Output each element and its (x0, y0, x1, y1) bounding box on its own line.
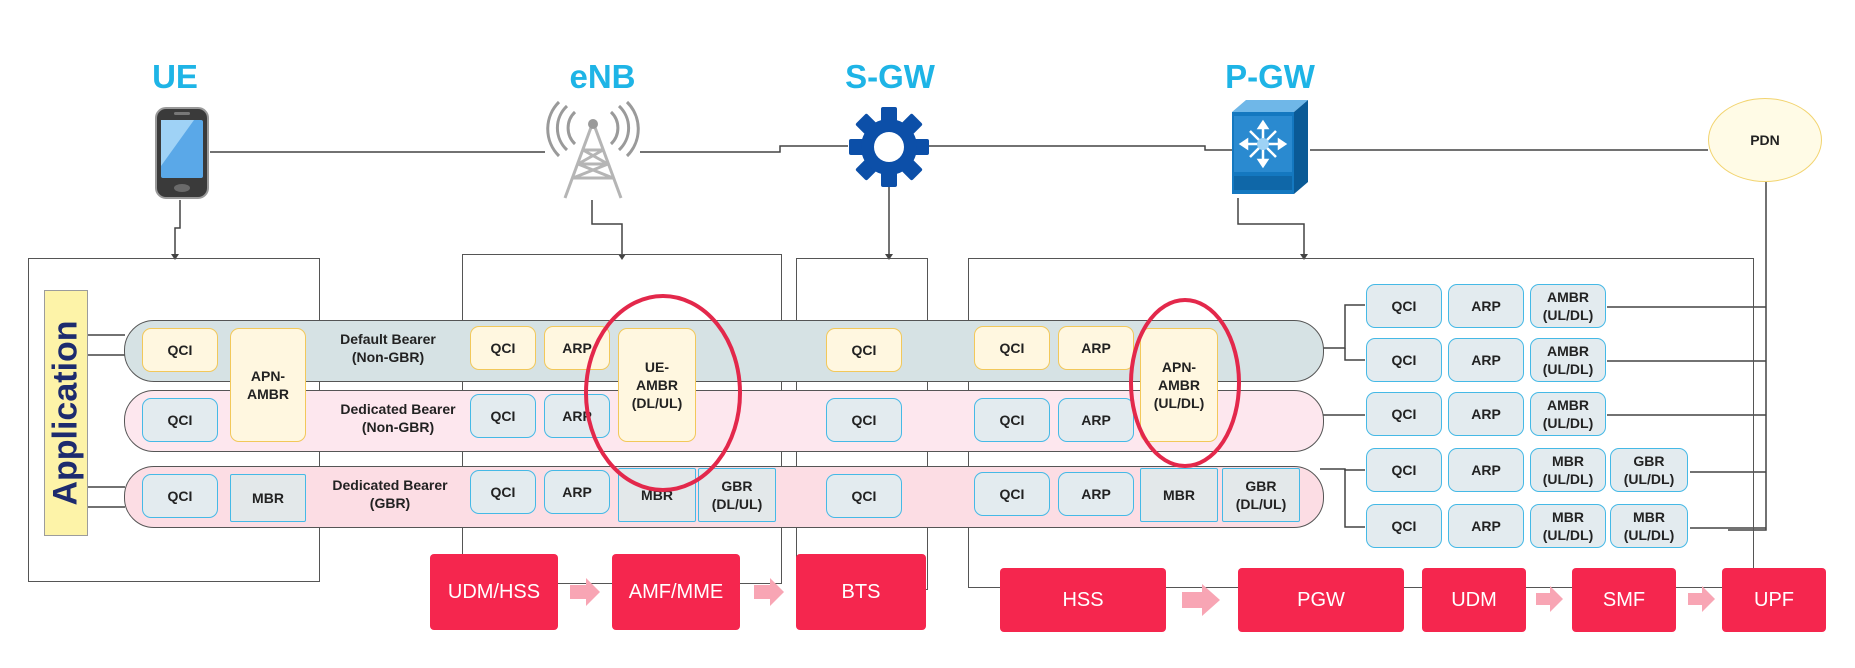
apn-ambr-highlight-circle (1129, 298, 1241, 468)
udm-box: UDM (1422, 568, 1526, 632)
dedicated-gbr-label: Dedicated Bearer (GBR) (318, 476, 462, 512)
dedicated-non-gbr-line2: (Non-GBR) (361, 419, 435, 435)
arrow-right-icon (570, 578, 600, 606)
sgw-dedicated-qci: QCI (826, 398, 902, 442)
row1-arp: ARP (1448, 284, 1524, 328)
default-bearer-line2: (Non-GBR) (351, 349, 425, 365)
hss-box: HSS (1000, 568, 1166, 632)
gear-icon (849, 107, 929, 187)
pgw-dedicated-qci: QCI (974, 398, 1050, 442)
amf-mme-box: AMF/MME (612, 554, 740, 630)
enb-gbr-arp: ARP (544, 470, 610, 514)
dedicated-gbr-line1: Dedicated Bearer (332, 477, 448, 493)
upf-box: UPF (1722, 568, 1826, 632)
row2-arp: ARP (1448, 338, 1524, 382)
enb-ue-ambr: UE- AMBR (DL/UL) (618, 328, 696, 442)
application-text: Application (46, 320, 85, 506)
pgw-default-qci: QCI (974, 326, 1050, 370)
ue-gbr-mbr: MBR (230, 474, 306, 522)
arrow-right-icon (1688, 586, 1715, 612)
dedicated-gbr-line2: (GBR) (369, 495, 411, 511)
enb-default-arp: ARP (544, 326, 610, 370)
smf-box: SMF (1572, 568, 1676, 632)
row3-ambr: AMBR (UL/DL) (1530, 392, 1606, 436)
pdn-label: PDN (1750, 132, 1780, 148)
row5-mbr-2: MBR (UL/DL) (1610, 504, 1688, 548)
pgw-dedicated-arp: ARP (1058, 398, 1134, 442)
pgw-box: PGW (1238, 568, 1404, 632)
row1-ambr: AMBR (UL/DL) (1530, 284, 1606, 328)
row1-qci: QCI (1366, 284, 1442, 328)
dedicated-non-gbr-label: Dedicated Bearer (Non-GBR) (326, 400, 470, 436)
row3-qci: QCI (1366, 392, 1442, 436)
antenna-tower-icon (546, 100, 640, 199)
enb-dedicated-qci: QCI (470, 394, 536, 438)
sgw-title: S-GW (845, 58, 935, 95)
ue-title: UE (152, 58, 198, 95)
pdn-node: PDN (1708, 98, 1822, 182)
arrow-right-icon (1182, 584, 1220, 616)
phone-icon (155, 107, 209, 199)
ue-gbr-qci: QCI (142, 474, 218, 518)
pgw-default-arp: ARP (1058, 326, 1134, 370)
row4-arp: ARP (1448, 448, 1524, 492)
dedicated-non-gbr-line1: Dedicated Bearer (340, 401, 456, 417)
pgw-gbr-arp: ARP (1058, 472, 1134, 516)
application-label: Application (44, 290, 88, 536)
enb-default-qci: QCI (470, 326, 536, 370)
row4-qci: QCI (1366, 448, 1442, 492)
arrow-right-icon (754, 578, 784, 606)
ue-default-qci: QCI (142, 328, 218, 372)
pgw-title: P-GW (1225, 58, 1315, 95)
ue-ambr-highlight-circle (584, 294, 742, 492)
switch-icon (1232, 100, 1308, 194)
sgw-default-qci: QCI (826, 328, 902, 372)
pgw-gbr-qci: QCI (974, 472, 1050, 516)
ue-apn-ambr: APN- AMBR (230, 328, 306, 442)
row5-mbr: MBR (UL/DL) (1530, 504, 1606, 548)
enb-gbr-qci: QCI (470, 470, 536, 514)
default-bearer-line1: Default Bearer (340, 331, 436, 347)
udm-hss-box: UDM/HSS (430, 554, 558, 630)
enb-dedicated-arp: ARP (544, 394, 610, 438)
pgw-apn-ambr: APN- AMBR (UL/DL) (1140, 328, 1218, 442)
pgw-gbr-gbr: GBR (DL/UL) (1222, 468, 1300, 522)
row5-qci: QCI (1366, 504, 1442, 548)
row3-arp: ARP (1448, 392, 1524, 436)
row4-gbr: GBR (UL/DL) (1610, 448, 1688, 492)
ue-dedicated-qci: QCI (142, 398, 218, 442)
enb-title: eNB (569, 58, 636, 95)
bts-box: BTS (796, 554, 926, 630)
row2-qci: QCI (1366, 338, 1442, 382)
pgw-gbr-mbr: MBR (1140, 468, 1218, 522)
sgw-gbr-qci: QCI (826, 474, 902, 518)
arrow-right-icon (1536, 586, 1563, 612)
row5-arp: ARP (1448, 504, 1524, 548)
row2-ambr: AMBR (UL/DL) (1530, 338, 1606, 382)
row4-mbr: MBR (UL/DL) (1530, 448, 1606, 492)
default-bearer-label: Default Bearer (Non-GBR) (318, 330, 458, 366)
enb-gbr-gbr: GBR (DL/UL) (698, 468, 776, 522)
enb-gbr-mbr: MBR (618, 468, 696, 522)
